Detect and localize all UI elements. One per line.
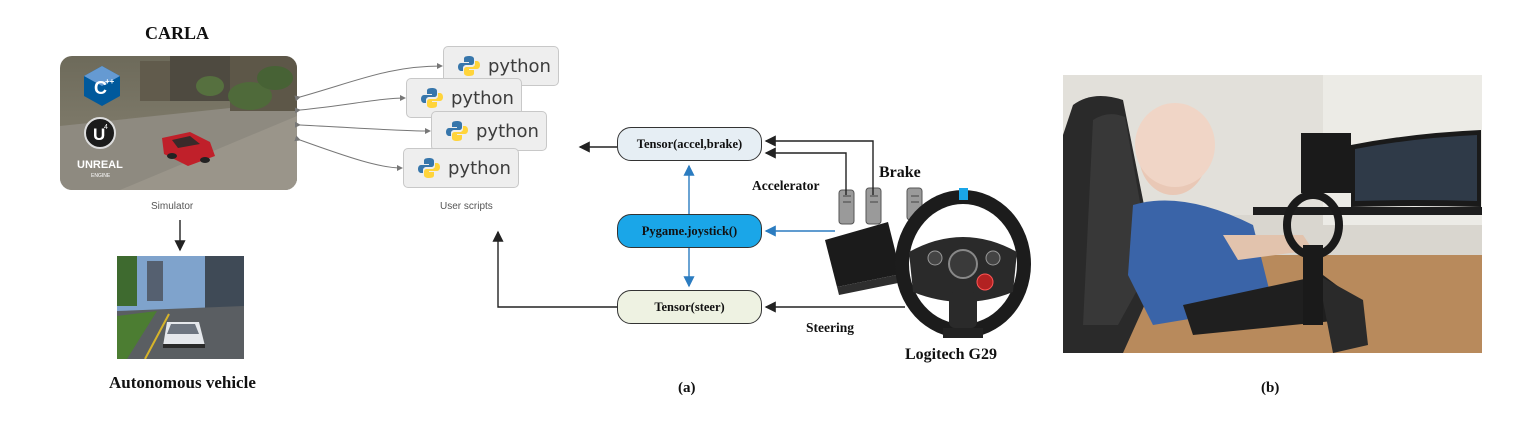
- pygame-joystick-node: Pygame.joystick(): [617, 214, 762, 248]
- caption-a: (a): [678, 380, 696, 396]
- svg-text:4: 4: [104, 124, 108, 131]
- user-scripts-label: User scripts: [440, 201, 493, 212]
- brake-label: Brake: [879, 164, 921, 181]
- autonomous-vehicle-label: Autonomous vehicle: [109, 373, 256, 392]
- unreal-engine-logo-icon: U 4 UNREAL ENGINE: [77, 117, 123, 179]
- python-script-box: python: [403, 148, 519, 188]
- python-label: python: [476, 120, 539, 142]
- steering-label: Steering: [806, 320, 854, 335]
- simulator-screenshot: C ++ U 4 UNREAL ENGINE: [60, 56, 297, 190]
- tensor-accel-brake-node: Tensor(accel,brake): [617, 127, 762, 161]
- accelerator-arrow: [764, 147, 847, 195]
- cpp-logo-icon: C ++: [84, 66, 120, 106]
- svg-text:ENGINE: ENGINE: [91, 173, 111, 179]
- accelerator-label: Accelerator: [752, 178, 820, 193]
- steering-wheel-icon: [1283, 191, 1343, 325]
- tensor-steer-node: Tensor(steer): [617, 290, 762, 324]
- brake-arrow: [764, 135, 874, 195]
- steering-wheel-icon: [895, 188, 1031, 338]
- svg-text:U: U: [93, 125, 105, 144]
- simulator-label: Simulator: [151, 201, 194, 212]
- svg-text:C: C: [94, 78, 107, 98]
- monitor-icon: [1301, 130, 1481, 207]
- python-label: python: [451, 87, 514, 109]
- logitech-g29-label: Logitech G29: [905, 346, 997, 363]
- logitech-g29-wheel-image: [823, 182, 1045, 340]
- python-logo-icon: [418, 158, 440, 178]
- python-label: python: [448, 157, 511, 179]
- carla-title: CARLA: [145, 23, 210, 43]
- python-label: python: [488, 55, 551, 77]
- svg-text:UNREAL: UNREAL: [77, 159, 123, 171]
- caption-b: (b): [1261, 380, 1280, 396]
- script-connectors: [294, 63, 443, 171]
- svg-text:++: ++: [105, 77, 115, 86]
- red-car: [162, 132, 215, 166]
- autonomous-vehicle-image: [117, 256, 244, 360]
- python-logo-icon: [446, 121, 468, 141]
- python-script-box: python: [431, 111, 547, 151]
- python-logo-icon: [458, 56, 480, 76]
- steer-to-scripts-arrow: [492, 230, 617, 308]
- driving-setup-photo: [1063, 75, 1482, 353]
